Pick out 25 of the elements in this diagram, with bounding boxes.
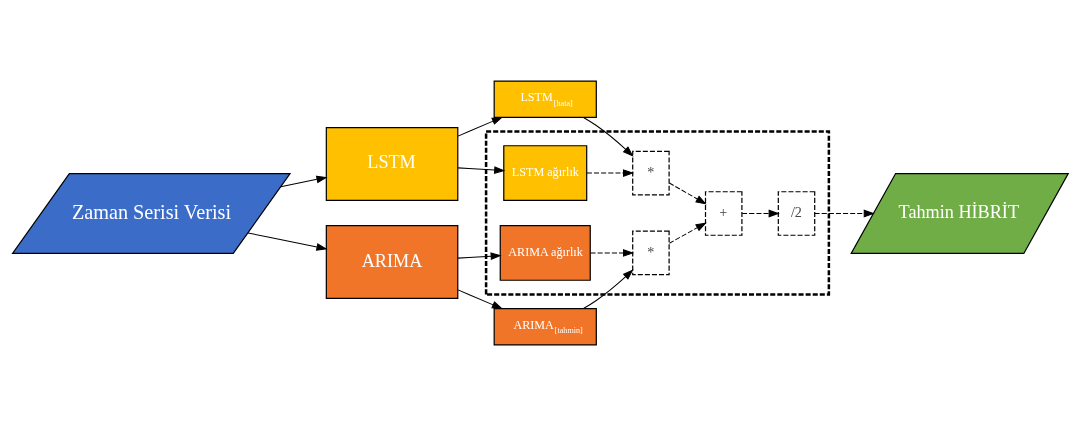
cluster bbox=[484, 129, 831, 296]
arrow bbox=[280, 175, 328, 187]
arrow bbox=[457, 165, 506, 174]
arrow bbox=[586, 168, 635, 177]
arrow bbox=[741, 209, 780, 217]
arrow bbox=[814, 209, 875, 217]
node-box: LSTM bbox=[325, 126, 459, 201]
arrow bbox=[247, 231, 328, 251]
node-box: * bbox=[632, 230, 670, 275]
arrow bbox=[668, 182, 707, 204]
arrow bbox=[582, 268, 634, 309]
node-box: * bbox=[632, 150, 670, 195]
node-box: LSTM ağırlık bbox=[503, 144, 588, 201]
node-box: ARIMA$_{[tahmin]}$ bbox=[493, 307, 597, 346]
node-box: + bbox=[704, 190, 743, 236]
arrow bbox=[457, 251, 502, 260]
node-box: /2 bbox=[777, 190, 816, 236]
node-box: ARIMA ağırlık bbox=[499, 224, 591, 281]
arrow bbox=[582, 116, 634, 157]
node-box: LSTM$_{[hata]}$ bbox=[493, 79, 597, 118]
arrow bbox=[457, 116, 503, 137]
arrow bbox=[590, 248, 635, 257]
arrow bbox=[668, 221, 707, 244]
arrow bbox=[457, 288, 503, 309]
node-box: ARIMA bbox=[325, 224, 459, 299]
